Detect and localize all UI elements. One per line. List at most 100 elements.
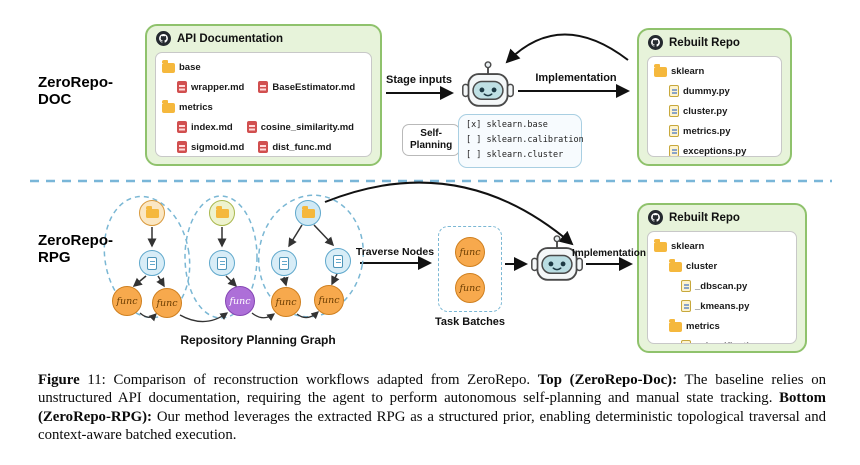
implementation-label-bottom: Implementation (572, 248, 646, 259)
caption-figure-word: Figure (38, 372, 80, 388)
workflow-label-rpg: ZeroRepo- RPG (38, 232, 113, 266)
rebuilt-repo-title-bottom: Rebuilt Repo (669, 211, 740, 224)
api-documentation-tree: base wrapper.md BaseEstimator.md metrics… (155, 52, 372, 157)
file-name: dummy.py (683, 85, 730, 97)
file-name: cluster.py (683, 105, 728, 117)
figure-caption: Figure 11: Comparison of reconstruction … (38, 371, 826, 445)
file-name: dist_func.md (272, 141, 332, 153)
workflow-label-rpg-line1: ZeroRepo- (38, 232, 113, 249)
caption-bold-top: Top (ZeroRepo-Doc): (537, 372, 678, 388)
file-name: metrics.py (683, 125, 731, 137)
api-documentation-title: API Documentation (177, 32, 284, 45)
graph-func-node: func (152, 288, 182, 318)
graph-file-node (325, 248, 351, 274)
markdown-file-icon (177, 121, 187, 133)
caption-text-1: Comparison of reconstruction workflows a… (113, 372, 538, 388)
file-name: _kmeans.py (695, 300, 750, 312)
robot-agent-icon (529, 234, 585, 297)
python-file-icon (681, 300, 691, 312)
folder-icon (669, 318, 682, 332)
markdown-file-icon (246, 121, 257, 133)
stage-inputs-label: Stage inputs (385, 74, 452, 86)
file-icon (217, 256, 227, 270)
graph-file-node (139, 250, 165, 276)
batch-func-node: func (455, 273, 485, 303)
tree-row: cluster.py (654, 101, 775, 121)
folder-icon (669, 258, 682, 272)
file-name: wrapper.md (191, 81, 245, 93)
caption-text-3: Our method leverages the extracted RPG a… (38, 408, 826, 444)
self-planning-line2: Planning (410, 140, 453, 151)
tree-row: metrics (162, 97, 365, 117)
api-documentation-header: API Documentation (147, 26, 380, 48)
workflow-label-doc-line1: ZeroRepo- (38, 74, 113, 91)
python-file-icon (681, 280, 691, 292)
tree-row: _dbscan.py (654, 276, 790, 296)
tree-row: _classification.py (654, 336, 790, 343)
file-name: _dbscan.py (695, 280, 748, 292)
github-icon (156, 31, 171, 46)
folder-icon (215, 205, 229, 218)
func-node-label: func (318, 294, 340, 306)
folder-name: sklearn (671, 240, 705, 252)
file-icon (333, 254, 343, 268)
folder-icon (162, 59, 175, 73)
checklist-item: [x] sklearn.base (466, 120, 548, 130)
markdown-file-icon (258, 81, 269, 93)
tree-row: metrics.py (654, 121, 775, 141)
python-file-icon (669, 85, 679, 97)
graph-folder-node (295, 200, 321, 226)
python-file-icon (669, 105, 679, 117)
rebuilt-repo-tree-bottom: sklearn cluster _dbscan.py _kmeans.py me… (647, 231, 797, 344)
workflow-label-doc-line2: DOC (38, 91, 72, 108)
tree-row: base (162, 57, 365, 77)
folder-name: metrics (686, 320, 720, 332)
func-node-label: func (275, 296, 297, 308)
folder-icon (654, 238, 667, 252)
file-name: exceptions.py (683, 145, 747, 157)
rebuilt-repo-box-top: Rebuilt Repo sklearn dummy.py cluster.py… (637, 28, 792, 166)
checklist-item: [ ] sklearn.cluster (466, 150, 564, 160)
tree-row: index.md cosine_similarity.md (162, 117, 365, 137)
caption-bold-bottom: Bottom (ZeroRepo-RPG): (38, 390, 826, 425)
tree-row: cluster (654, 256, 790, 276)
tree-row: dummy.py (654, 81, 775, 101)
graph-file-node (271, 250, 297, 276)
file-name: sigmoid.md (191, 141, 245, 153)
markdown-file-icon (258, 141, 269, 153)
folder-name: base (179, 61, 201, 73)
markdown-file-icon (177, 81, 187, 93)
folder-name: sklearn (671, 65, 705, 77)
tree-row: exceptions.py (654, 141, 775, 157)
tree-row: metrics (654, 316, 790, 336)
rebuilt-repo-title-top: Rebuilt Repo (669, 36, 740, 49)
batch-func-node: func (455, 237, 485, 267)
graph-func-node: func (271, 287, 301, 317)
graph-folder-node (139, 200, 165, 226)
implementation-label-top: Implementation (535, 72, 617, 84)
workflow-label-rpg-line2: RPG (38, 249, 71, 266)
rebuilt-repo-header-top: Rebuilt Repo (639, 30, 790, 52)
folder-name: metrics (179, 101, 213, 113)
tree-row: sigmoid.md dist_func.md (162, 137, 365, 156)
file-icon (279, 256, 289, 270)
python-file-icon (669, 145, 679, 156)
func-node-label: func (229, 295, 251, 307)
file-name: index.md (191, 121, 233, 133)
folder-icon (145, 205, 159, 218)
python-file-icon (669, 125, 679, 137)
api-documentation-box: API Documentation base wrapper.md BaseEs… (145, 24, 382, 166)
caption-figure-num: 11: (79, 372, 114, 388)
checklist-item: [ ] sklearn.calibration (466, 135, 584, 145)
func-node-label: func (116, 295, 138, 307)
caption-text-2: The baseline relies on unstructured API … (38, 372, 826, 407)
folder-icon (301, 205, 315, 218)
self-planning-checklist: [x] sklearn.base [ ] sklearn.calibration… (458, 114, 584, 168)
graph-func-node-purple: func (225, 286, 255, 316)
func-node-label: func (156, 297, 178, 309)
traverse-nodes-label: Traverse Nodes (355, 246, 435, 258)
tree-row: sklearn (654, 61, 775, 81)
robot-agent-icon (460, 60, 516, 123)
rpg-caption: Repository Planning Graph (180, 333, 336, 347)
